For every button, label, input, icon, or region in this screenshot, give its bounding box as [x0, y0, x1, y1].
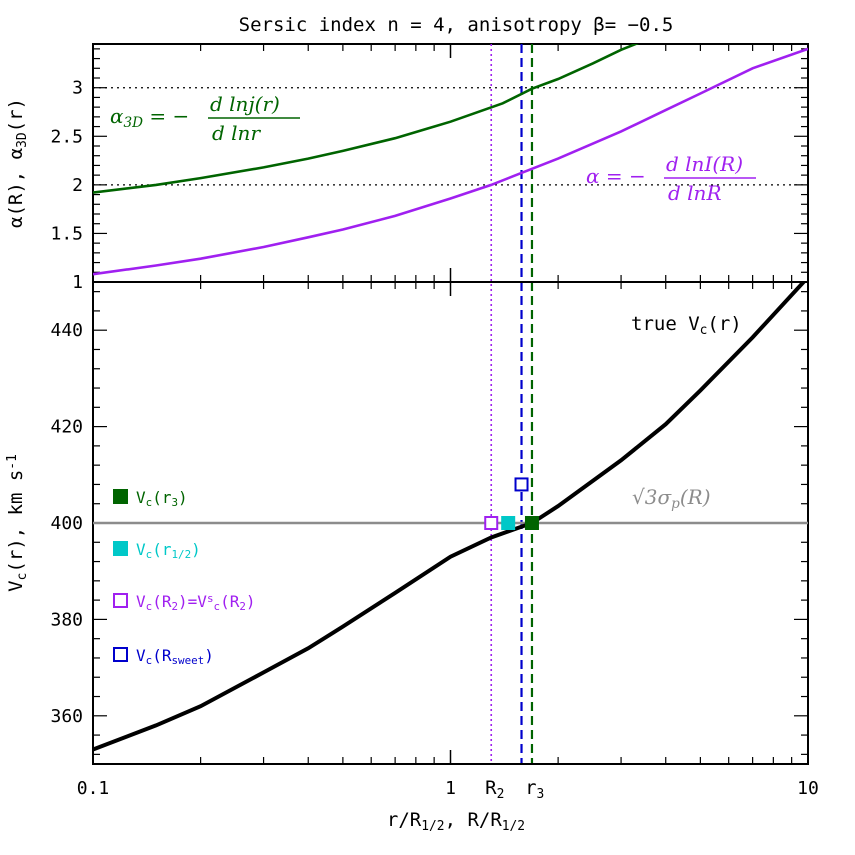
top-y-axis-label: α(R), α3D(r) — [5, 98, 30, 228]
legend-marker-rhalf — [113, 541, 128, 556]
alpha3d-label-denominator: d lnr — [212, 121, 261, 145]
alpha3d-label: α3D = − d lnj(r) d lnr — [110, 92, 300, 145]
bottom-ytick-label: 360 — [50, 706, 83, 727]
alpha-label-numerator: d lnI(R) — [666, 152, 743, 176]
bottom-ytick-label: 440 — [50, 320, 83, 341]
alpha-label-lhs: α = − — [586, 164, 646, 188]
legend-marker-r2 — [113, 593, 128, 608]
top-ytick-label: 2 — [72, 175, 83, 196]
legend-label-rhalf: Vc(r1/2) — [136, 540, 201, 561]
alpha-label: α = − d lnI(R) d lnR — [586, 152, 756, 205]
bottom-panel: 360 380 400 420 440 0.1 1 10 true Vc(r) √3σp(R) Vc… — [5, 281, 819, 834]
point-r2 — [484, 516, 499, 530]
top-ytick-label: 1 — [72, 272, 83, 293]
top-ytick-label: 1.5 — [50, 223, 83, 244]
bottom-ytick-label: 380 — [50, 609, 83, 630]
bottom-ytick-label: 400 — [50, 513, 83, 534]
figure-title: Sersic index n = 4, anisotropy β= −0.5 — [239, 14, 674, 36]
top-ytick-label: 2.5 — [50, 126, 83, 147]
xtick-label: 1 — [445, 778, 456, 799]
vline-label-r2: R2 — [485, 777, 504, 802]
vline-label-r3: r3 — [525, 777, 544, 802]
top-panel: 1 1.5 2 2.5 3 α3D = − d lnj(r) d lnr α = − d lnI(… — [5, 43, 809, 764]
top-ytick-label: 3 — [72, 78, 83, 99]
legend-label-rsweet: Vc(Rsweet) — [136, 646, 214, 667]
point-rhalf — [501, 516, 516, 530]
curve-vtrue — [93, 282, 807, 752]
curve-alpha3d — [93, 44, 640, 194]
alpha3d-label-lhs: α3D = − — [110, 104, 189, 131]
alpha-label-denominator: d lnR — [668, 181, 722, 205]
legend-marker-rsweet — [113, 647, 128, 662]
curve-alpha — [93, 47, 808, 276]
point-rsweet — [514, 477, 529, 492]
bottom-ytick-label: 420 — [50, 417, 83, 438]
legend-marker-r3 — [113, 489, 128, 504]
sigma-label: √3σp(R) — [632, 485, 711, 512]
legend-label-r2: Vc(R2)=Vsc(R2) — [136, 592, 256, 613]
alpha3d-label-numerator: d lnj(r) — [210, 92, 280, 116]
vtrue-label: true Vc(r) — [631, 313, 742, 338]
bottom-y-axis-label: Vc(r), km s-1 — [5, 454, 30, 592]
xtick-label: 0.1 — [77, 778, 110, 799]
xtick-label: 10 — [797, 778, 819, 799]
point-r3 — [524, 516, 539, 530]
legend-label-r3: Vc(r3) — [136, 488, 188, 509]
x-axis-label: r/R1/2, R/R1/2 — [387, 809, 525, 834]
